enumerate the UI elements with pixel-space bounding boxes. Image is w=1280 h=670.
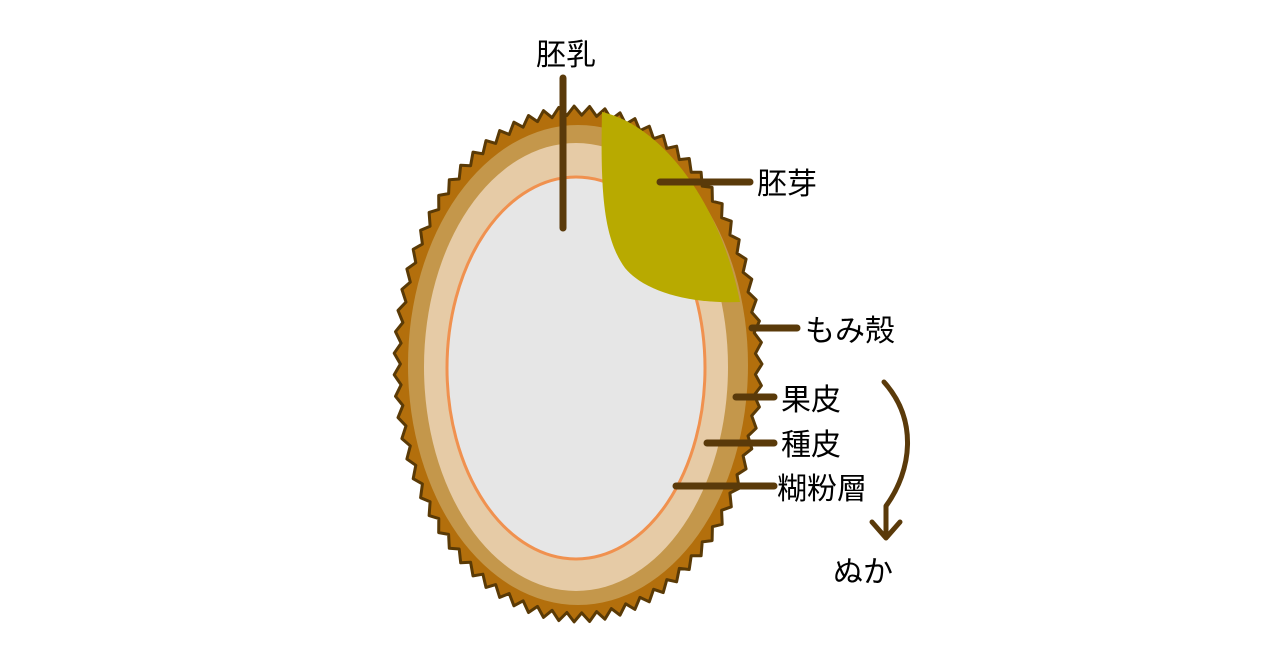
label-embryo: 胚芽 [757, 167, 817, 202]
embryo-region [601, 112, 740, 303]
leader-lines [559, 74, 801, 490]
label-bran: ぬか [833, 555, 893, 590]
label-endosperm: 胚乳 [536, 38, 596, 73]
label-aleurone: 糊粉層 [777, 472, 867, 507]
label-seed-coat: 種皮 [781, 428, 841, 463]
label-husk: もみ殻 [805, 314, 895, 349]
label-pericarp: 果皮 [781, 383, 841, 418]
bran-arrow [869, 379, 910, 541]
